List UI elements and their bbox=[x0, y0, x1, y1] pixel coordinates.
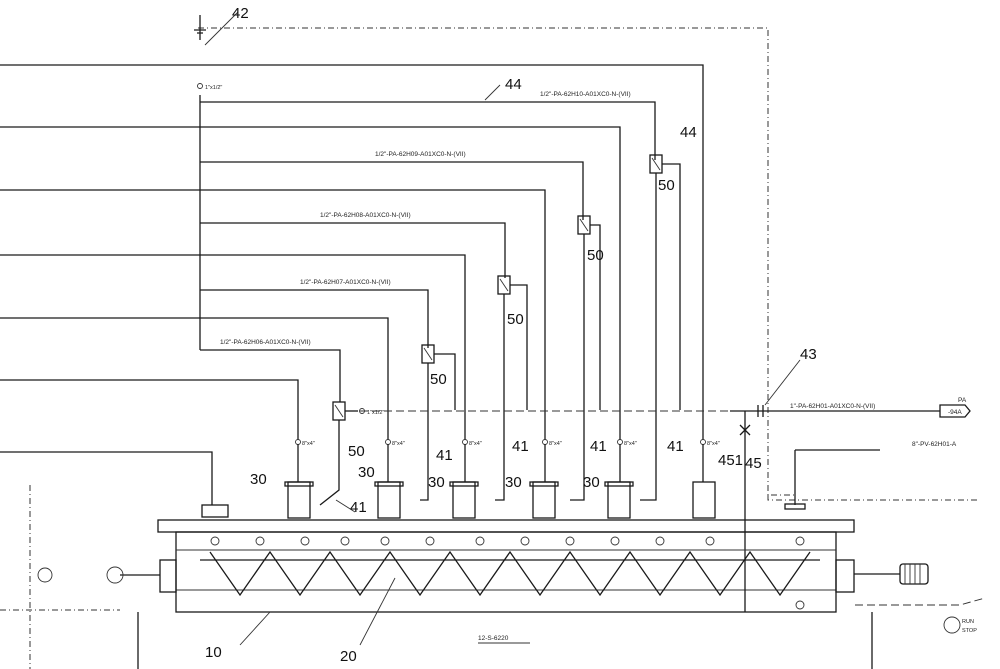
ref-30-5: 30 bbox=[583, 474, 600, 491]
valve-size-5: 8"x4" bbox=[624, 441, 637, 447]
ref-41-1: 41 bbox=[350, 499, 367, 516]
ref-41-3: 41 bbox=[512, 438, 529, 455]
tag-h01: 1"-PA-62H01-A01XC0-N-(VII) bbox=[790, 403, 875, 410]
conveyor-top-flange bbox=[157, 519, 855, 533]
line-h09 bbox=[200, 161, 584, 220]
leader-41-1 bbox=[335, 499, 356, 513]
conveyor-nozzle-tags bbox=[210, 536, 805, 610]
ref-30-1: 30 bbox=[250, 471, 267, 488]
line-h08 bbox=[200, 222, 506, 278]
ref-20: 20 bbox=[340, 648, 357, 665]
ref-30-4: 30 bbox=[505, 474, 522, 491]
motor-icon bbox=[899, 563, 929, 585]
ref-10: 10 bbox=[205, 644, 222, 661]
flowmeter-5 bbox=[319, 401, 358, 506]
run-stop-station-icon bbox=[943, 616, 961, 634]
flowmeter-1 bbox=[640, 154, 681, 501]
ref-50-2: 50 bbox=[587, 247, 604, 264]
ref-45: 45 bbox=[745, 455, 762, 472]
ref-30-2: 30 bbox=[358, 464, 375, 481]
valve-size-6: 8"x4" bbox=[707, 441, 720, 447]
conveyor-body bbox=[175, 531, 837, 613]
reducer-top-icon bbox=[197, 83, 203, 89]
motor-fins bbox=[904, 564, 921, 584]
leader-42 bbox=[204, 11, 239, 46]
tag-pv: 8"-PV-62H01-A bbox=[912, 441, 957, 448]
line-h07 bbox=[200, 289, 429, 348]
leader-43 bbox=[764, 359, 801, 406]
leader-20 bbox=[359, 577, 396, 646]
ref-50-3: 50 bbox=[507, 311, 524, 328]
leader-10 bbox=[239, 611, 271, 646]
flowmeter-4 bbox=[420, 344, 456, 501]
tag-h10: 1/2"-PA-62H10-A01XC0-N-(VII) bbox=[540, 91, 631, 98]
ref-41-5: 41 bbox=[667, 438, 684, 455]
ref-30-3: 30 bbox=[428, 474, 445, 491]
ref-50-5: 50 bbox=[348, 443, 365, 460]
equipment-tag: 12-S-6220 bbox=[478, 635, 509, 642]
line-pv bbox=[794, 449, 880, 505]
ref-44-right: 44 bbox=[680, 124, 697, 141]
valve-size-1: 8"x4" bbox=[302, 441, 315, 447]
ref-41-4: 41 bbox=[590, 438, 607, 455]
label-pa: PA bbox=[958, 397, 967, 404]
instrument-left-icon bbox=[106, 566, 124, 584]
label-stop: STOP bbox=[962, 628, 977, 634]
label-run: RUN bbox=[962, 619, 974, 625]
tag-h07: 1/2"-PA-62H07-A01XC0-N-(VII) bbox=[300, 279, 391, 286]
ref-50-4: 50 bbox=[430, 371, 447, 388]
screw-flight bbox=[209, 550, 811, 597]
ref-41-2: 41 bbox=[436, 447, 453, 464]
flowmeter-2 bbox=[570, 215, 601, 501]
small-nozzle bbox=[201, 504, 229, 518]
line-h06 bbox=[200, 349, 341, 402]
support-legs bbox=[137, 612, 873, 669]
ref-44-top: 44 bbox=[505, 76, 522, 93]
ref-50-1: 50 bbox=[658, 177, 675, 194]
line-from-left-2 bbox=[0, 126, 621, 440]
line-from-left-7 bbox=[0, 451, 213, 505]
flange-h01 bbox=[757, 405, 764, 417]
tag-h06: 1/2"-PA-62H06-A01XC0-N-(VII) bbox=[220, 339, 311, 346]
ref-42: 42 bbox=[232, 5, 249, 22]
drive-coupling bbox=[835, 559, 855, 593]
line-from-left-1 bbox=[0, 64, 704, 440]
leader-44-top bbox=[484, 84, 501, 101]
boundary-line-lower-right bbox=[855, 597, 986, 606]
line-from-left-4 bbox=[0, 254, 466, 440]
boundary-line-top bbox=[198, 27, 795, 496]
ref-43: 43 bbox=[800, 346, 817, 363]
nozzle-pv bbox=[784, 503, 806, 510]
valve-451-icon bbox=[739, 424, 751, 436]
valve-size-4: 8"x4" bbox=[549, 441, 562, 447]
header-tick bbox=[194, 29, 206, 34]
reducer-top-label: 1"x1/2" bbox=[205, 85, 222, 91]
inlet-coupling bbox=[159, 559, 177, 593]
boundary-line-right bbox=[767, 495, 980, 501]
tag-h08: 1/2"-PA-62H08-A01XC0-N-(VII) bbox=[320, 212, 411, 219]
valve-size-2: 8"x4" bbox=[392, 441, 405, 447]
flowmeter-3 bbox=[495, 275, 528, 501]
tag-h09: 1/2"-PA-62H09-A01XC0-N-(VII) bbox=[375, 151, 466, 158]
pa-connector bbox=[939, 404, 971, 418]
reducer-mid-label: 1"x1/2" bbox=[367, 410, 384, 416]
instrument-far-left-icon bbox=[37, 567, 53, 583]
conveyor-trough bbox=[176, 549, 836, 591]
valve-size-3: 8"x4" bbox=[469, 441, 482, 447]
line-h10 bbox=[200, 101, 656, 160]
line-from-left-6 bbox=[0, 379, 299, 440]
label-pa-ref: -94A bbox=[948, 409, 962, 416]
line-from-left-5 bbox=[0, 317, 389, 440]
inlet-pots bbox=[284, 444, 716, 519]
ref-451: 451 bbox=[718, 452, 743, 469]
line-from-left-3 bbox=[0, 189, 546, 440]
